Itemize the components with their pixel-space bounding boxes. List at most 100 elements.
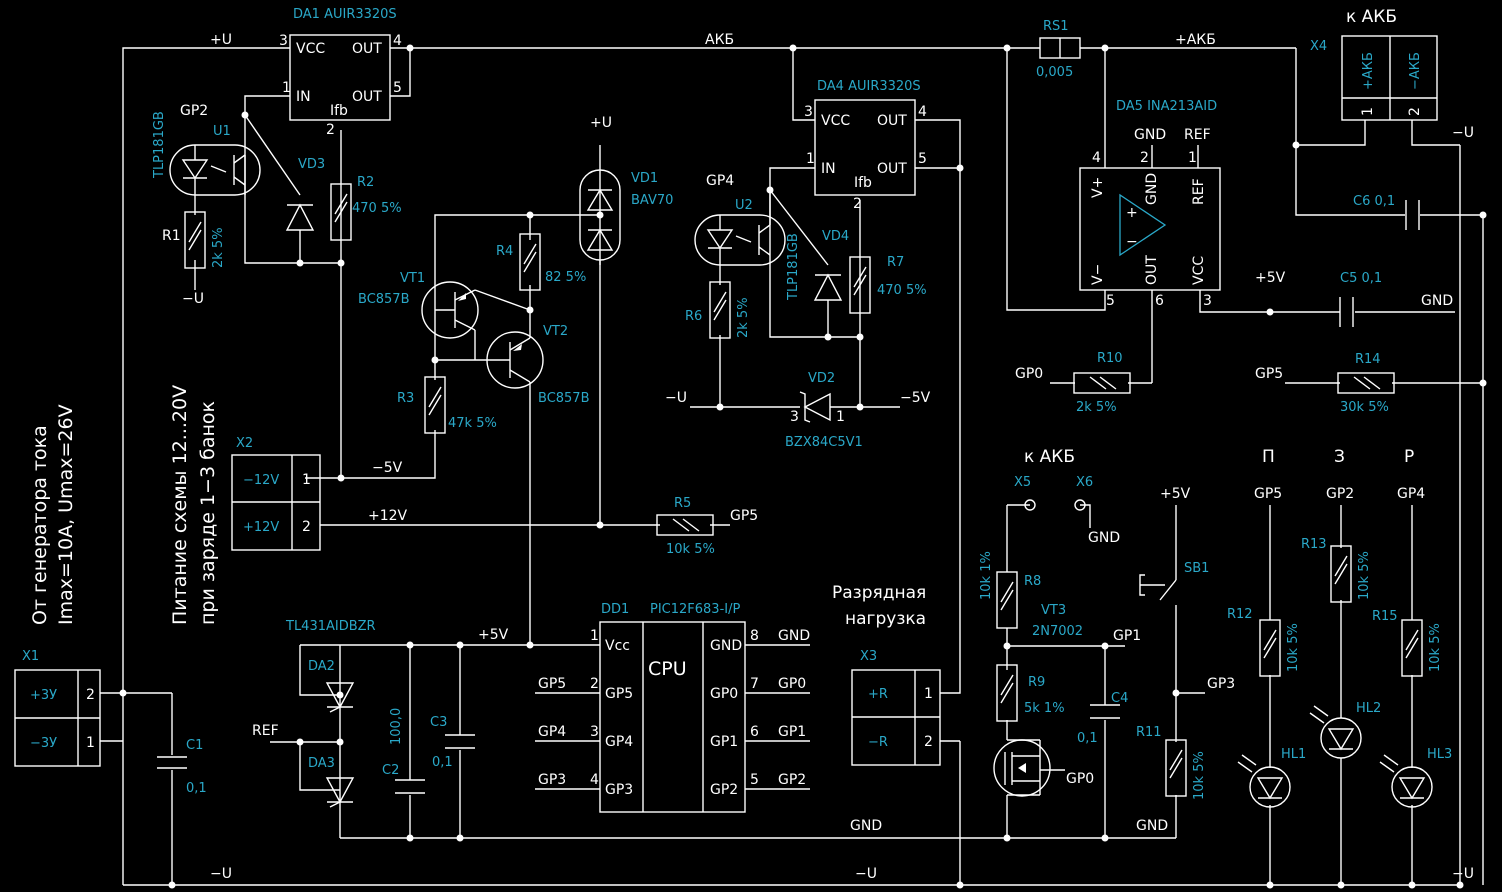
c3-value: 0,1	[432, 755, 453, 770]
r1-symbol	[184, 211, 206, 269]
r11-symbol	[1165, 739, 1187, 797]
led-p-label: П	[1262, 447, 1275, 467]
r12-symbol	[1259, 619, 1281, 677]
connector-x5[interactable]: X5	[1014, 475, 1036, 511]
dd1-n2: 2	[590, 676, 599, 692]
r15-label: R15	[1372, 609, 1398, 624]
da5-chip: DA5 INA213AID GND REF V+ GND REF V− OUT …	[1079, 99, 1221, 309]
u1-optocoupler: U1 TLP181GB	[152, 111, 261, 196]
r9-label: R9	[1028, 675, 1045, 690]
da5-n5: 5	[1106, 293, 1115, 309]
da1-n2: 2	[326, 122, 335, 138]
da5-pin-out: OUT	[1144, 255, 1160, 285]
r7-value: 470 5%	[877, 283, 927, 298]
vt1-label: VT1	[400, 271, 425, 286]
net-minus-u-bottom-right: −U	[1452, 866, 1474, 882]
net-gp3: GP3	[1207, 676, 1235, 692]
dd1-pin-gp1: GP1	[710, 734, 738, 750]
net-gnd-bus: GND	[850, 818, 882, 834]
x3-label: X3	[860, 649, 877, 664]
connector-x6[interactable]: X6	[1074, 475, 1093, 511]
net-plus-u-vd1: +U	[590, 115, 612, 131]
net-gp4-u2: GP4	[706, 173, 734, 189]
net-gp5-led: GP5	[1254, 486, 1282, 502]
c5-label: C5 0,1	[1340, 271, 1382, 286]
da5-plus-sign: +	[1126, 205, 1138, 221]
r1-value: 2k 5%	[211, 227, 226, 268]
rs1-value: 0,005	[1036, 65, 1073, 80]
net-minus-5v-vd2: −5V	[900, 390, 931, 406]
dd1-n6: 6	[750, 724, 759, 740]
net-plus-u: +U	[210, 32, 232, 48]
leds: HL1 HL2 HL3 П З Р	[1237, 447, 1452, 808]
da4-pin-vcc: VCC	[821, 113, 850, 129]
da1-label: DA1 AUIR3320S	[293, 7, 397, 22]
da1-pin-ifb: Ifb	[330, 103, 348, 119]
net-plus-akb: +АКБ	[1175, 32, 1216, 48]
r10-value: 2k 5%	[1076, 400, 1117, 415]
dd1-chip: DD1 PIC12F683-I/P CPU Vcc GP5 GP4 GP3 GN…	[538, 602, 810, 813]
x2-label: X2	[236, 436, 253, 451]
r13-label: R13	[1301, 537, 1327, 552]
note-supply-2: при заряде 1−3 банок	[197, 401, 219, 625]
connector-x2[interactable]: X2 −12V +12V 1 2	[231, 436, 321, 551]
sb1-switch[interactable]: SB1	[1139, 561, 1209, 601]
da5-label: DA5 INA213AID	[1116, 99, 1217, 114]
da1-n5: 5	[393, 80, 402, 96]
dd1-label: DD1	[601, 602, 629, 617]
x2-pin2-name: +12V	[243, 520, 279, 535]
vd1-part: BAV70	[631, 193, 673, 208]
da5-n1: 1	[1188, 150, 1197, 166]
net-ref: REF	[252, 723, 279, 739]
net-minus-5v: −5V	[372, 460, 403, 476]
net-minus-u-bottom-left: −U	[210, 866, 232, 882]
x2-pin1-name: −12V	[243, 473, 279, 488]
r6-value: 2k 5%	[736, 297, 751, 338]
da5-pin-ref: REF	[1191, 178, 1207, 205]
x3-pin1-name: +R	[868, 687, 888, 702]
vt2-label: VT2	[543, 324, 568, 339]
dd1-pin-gp4: GP4	[605, 734, 633, 750]
r7-label: R7	[887, 255, 904, 270]
da4-n4: 4	[918, 104, 927, 120]
da1-n4: 4	[393, 33, 402, 49]
r3-value: 47k 5%	[448, 416, 497, 431]
da4-n2: 2	[853, 196, 862, 212]
x4-n1: 1	[1360, 107, 1376, 116]
x1-pin2-name: +3У	[30, 688, 57, 703]
r12-label: R12	[1227, 607, 1253, 622]
net-gp2-led: GP2	[1326, 486, 1354, 502]
x4-pin2-name: −АКБ	[1408, 52, 1423, 90]
r1-label: R1	[162, 228, 181, 244]
x4-label: X4	[1310, 39, 1327, 54]
vd1-label: VD1	[631, 171, 658, 186]
da5-gnd-net: GND	[1134, 127, 1166, 143]
rs1-label: RS1	[1043, 19, 1069, 34]
u1-label: U1	[213, 124, 231, 139]
dd1-pin-gp0: GP0	[710, 686, 738, 702]
r9-symbol	[996, 664, 1018, 722]
u2-label: U2	[735, 198, 753, 213]
da3-label: DA3	[308, 756, 335, 771]
net-plus-5v-c5: +5V	[1255, 270, 1286, 286]
vt3-part: 2N7002	[1032, 624, 1083, 639]
c6-label: C6 0,1	[1353, 194, 1395, 209]
da5-n6: 6	[1155, 293, 1164, 309]
connector-x3[interactable]: X3 +R −R 1 2	[851, 649, 941, 766]
da4-pin-ifb: Ifb	[854, 175, 872, 191]
hl2-label: HL2	[1356, 701, 1381, 716]
capacitors: C1 0,1 C2 100,0 C3 0,1 C4 0,1 C5 0,1 C6 …	[157, 194, 1420, 796]
transistors: VT1 BC857B VT2 BC857B VT3 2N7002	[358, 271, 1083, 797]
c1-label: C1	[186, 738, 203, 753]
connector-x4[interactable]: X4 +АКБ −АКБ 1 2	[1310, 35, 1438, 121]
da1-n1: 1	[282, 80, 291, 96]
r5-label: R5	[674, 496, 691, 511]
r12-value: 10k 5%	[1286, 623, 1301, 672]
da5-pin-gnd: GND	[1144, 173, 1160, 205]
connector-x1[interactable]: X1 +3У −3У 2 1	[14, 649, 101, 767]
c2-label: C2	[382, 763, 399, 778]
vd2-part: BZX84C5V1	[785, 435, 863, 450]
dd1-n3: 3	[590, 724, 599, 740]
net-gp1-vt3: GP1	[1113, 628, 1141, 644]
net-plus-12v: +12V	[368, 508, 408, 524]
